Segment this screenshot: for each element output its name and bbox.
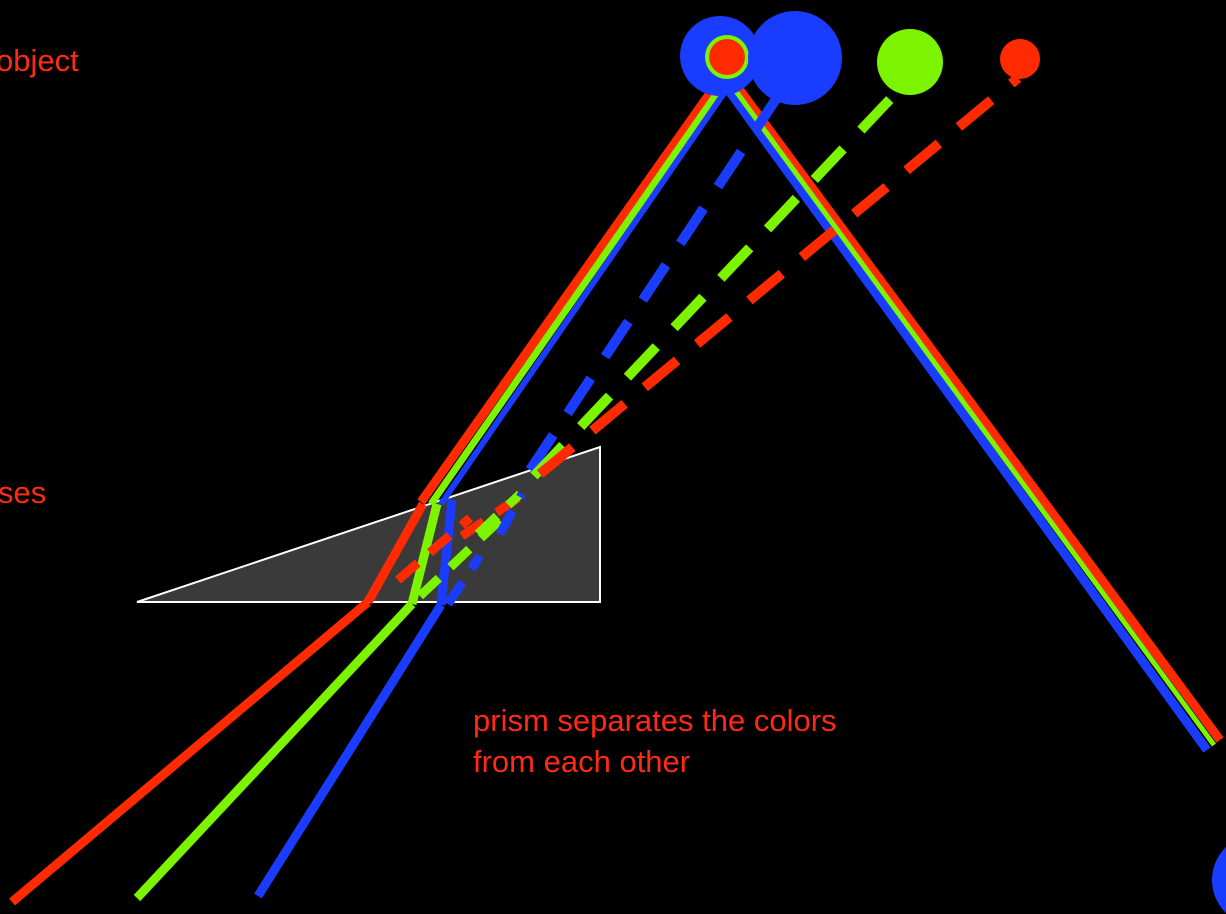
- red-virtual-image-icon: [1000, 39, 1040, 79]
- blue-internal-ray: [436, 499, 457, 606]
- red-downward-ray: [724, 71, 1224, 743]
- blue-dashed-extension: [525, 75, 795, 473]
- downward-rays: [720, 71, 1224, 753]
- red-dashed-extension: [536, 74, 1022, 478]
- blue-incoming-ray: [254, 602, 445, 899]
- green-internal-ray: [407, 502, 442, 606]
- upward-rays: [417, 69, 736, 506]
- object-label: object: [0, 43, 79, 78]
- green-dashed-extension: [530, 72, 916, 480]
- red-incoming-ray: [9, 598, 371, 906]
- green-incoming-ray: [133, 600, 416, 902]
- eye-partial-icon: [1212, 846, 1226, 914]
- blue-virtual-image-icon: [748, 11, 842, 105]
- prism-caption: prism separates the colors from each oth…: [473, 703, 837, 779]
- green-downward-ray: [724, 77, 1217, 747]
- lenses-label: ses: [0, 475, 47, 510]
- red-internal-ray: [364, 501, 427, 605]
- dashed-internal-extensions: [395, 490, 527, 607]
- object-point-icon: [680, 16, 760, 96]
- incoming-rays: [9, 598, 445, 906]
- green-upward-ray: [428, 74, 732, 506]
- internal-rays: [364, 499, 457, 606]
- blue-downward-ray: [720, 81, 1211, 753]
- red-upward-ray: [417, 69, 729, 505]
- blue-upward-ray: [438, 78, 736, 506]
- dashed-virtual-rays: [525, 72, 1022, 480]
- green-virtual-image-icon: [877, 29, 943, 95]
